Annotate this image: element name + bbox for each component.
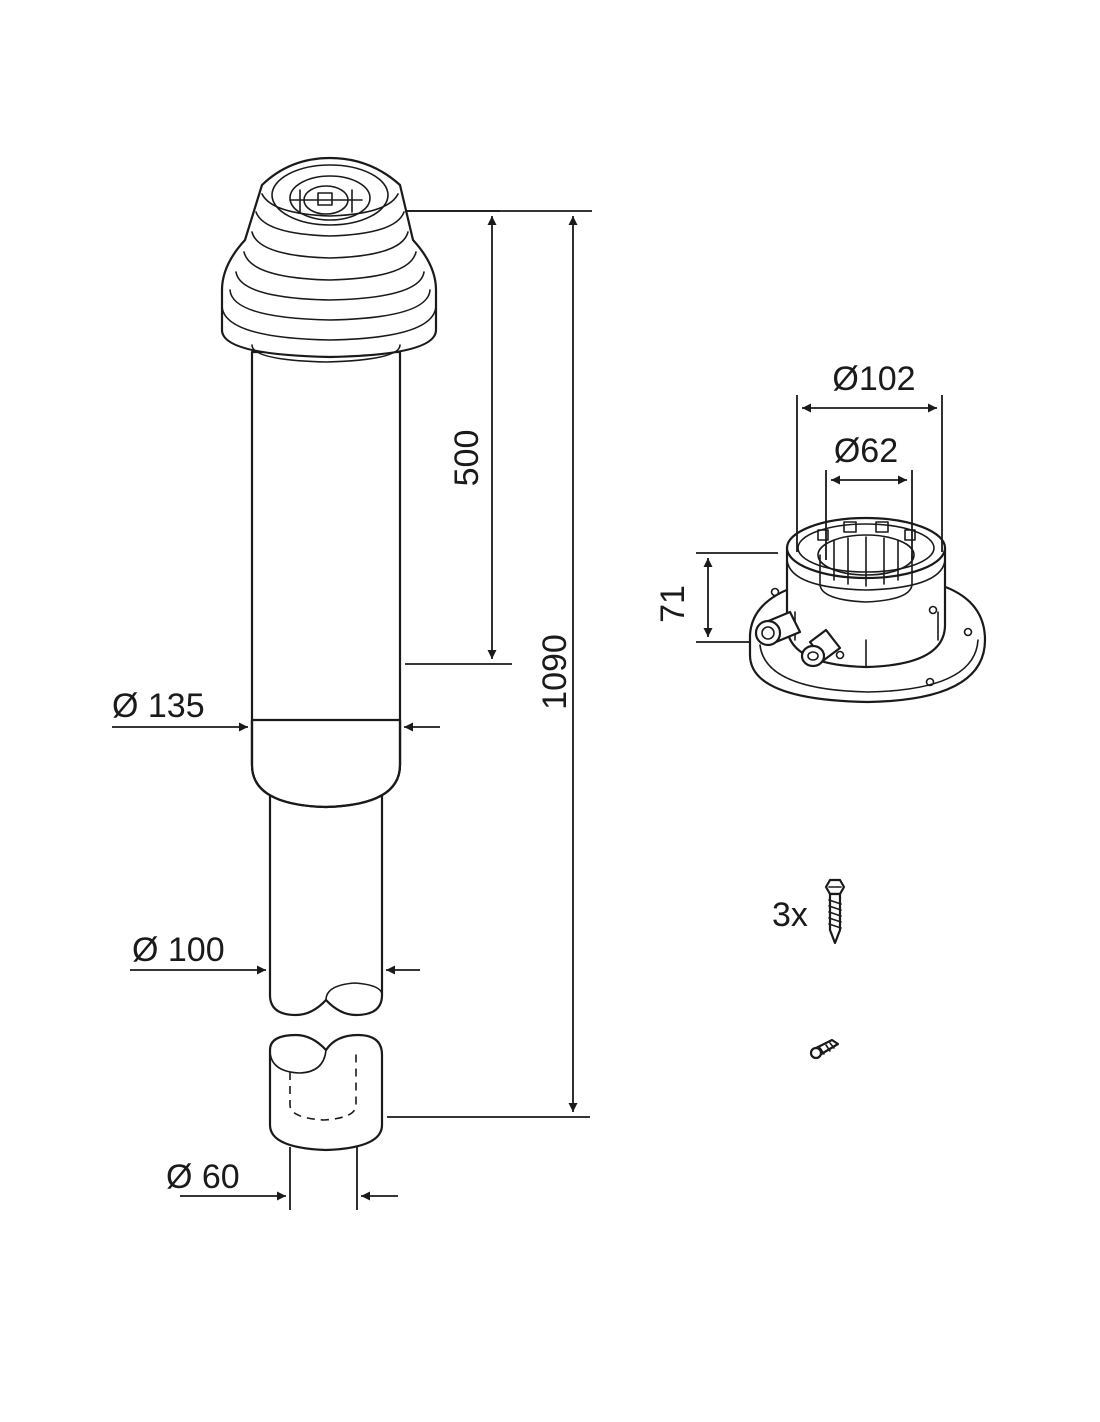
diameter-60-label: Ø 60	[166, 1158, 240, 1196]
inner-pipe	[268, 790, 384, 1017]
dimension-diameter-100: Ø 100	[130, 931, 420, 975]
length-500-label: 500	[448, 430, 486, 487]
screw-icon	[824, 878, 846, 945]
dimension-diameter-102: Ø102	[796, 360, 943, 552]
dimension-height-71: 71	[654, 552, 778, 643]
inner-pipe-cut	[325, 982, 383, 1001]
diameter-62-label: Ø62	[834, 432, 898, 470]
screw-quantity-label: 3x	[772, 896, 808, 934]
height-71-label: 71	[654, 585, 692, 623]
diameter-100-label: Ø 100	[132, 931, 225, 969]
cap-collar	[251, 344, 401, 363]
dimension-diameter-135: Ø 135	[112, 687, 440, 732]
dimension-diameter-60: Ø 60	[166, 1147, 398, 1210]
dimension-diameter-62: Ø62	[825, 432, 913, 560]
adapter-test-port-right	[800, 628, 842, 668]
diameter-102-label: Ø102	[832, 360, 915, 398]
screws-group: 3x	[772, 878, 846, 1060]
flue-pipe	[220, 156, 438, 1152]
liner-pipe	[268, 1033, 384, 1152]
length-1090-label: 1090	[536, 634, 574, 710]
diameter-135-label: Ø 135	[112, 687, 205, 725]
terminal-cap	[220, 156, 438, 363]
wall-plug-icon	[809, 1038, 840, 1060]
boiler-adapter	[748, 516, 987, 704]
dimension-1090: 1090	[387, 210, 592, 1118]
adapter-test-port-left	[754, 610, 802, 647]
